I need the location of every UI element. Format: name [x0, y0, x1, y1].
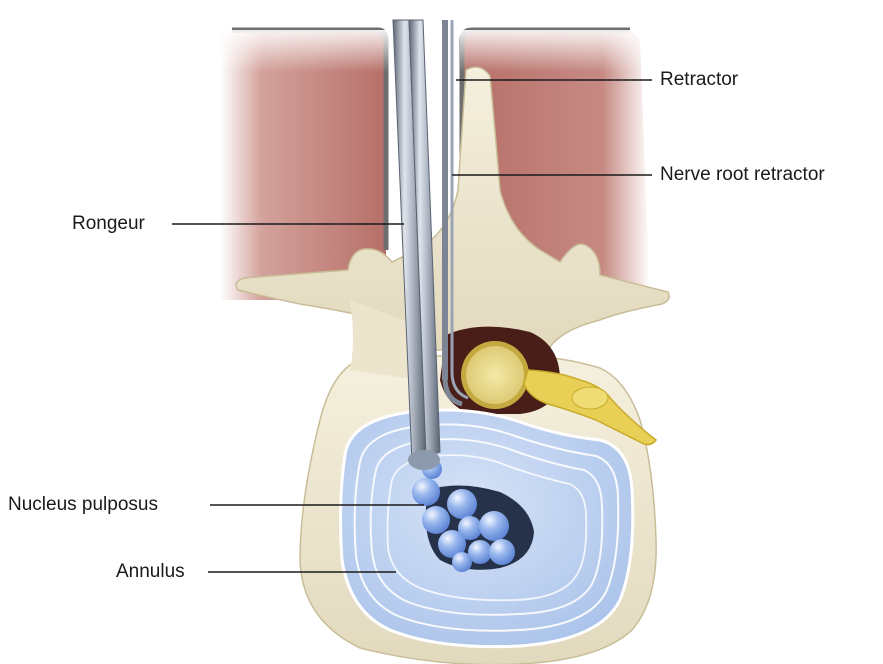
annulus-label: Annulus	[116, 561, 185, 583]
spinal-cord	[461, 341, 529, 409]
nucleus-pulposus-label: Nucleus pulposus	[8, 494, 158, 516]
rongeur-label: Rongeur	[72, 213, 145, 235]
retractor-label: Retractor	[660, 69, 738, 91]
nerve-root-retractor-label: Nerve root retractor	[660, 164, 825, 186]
